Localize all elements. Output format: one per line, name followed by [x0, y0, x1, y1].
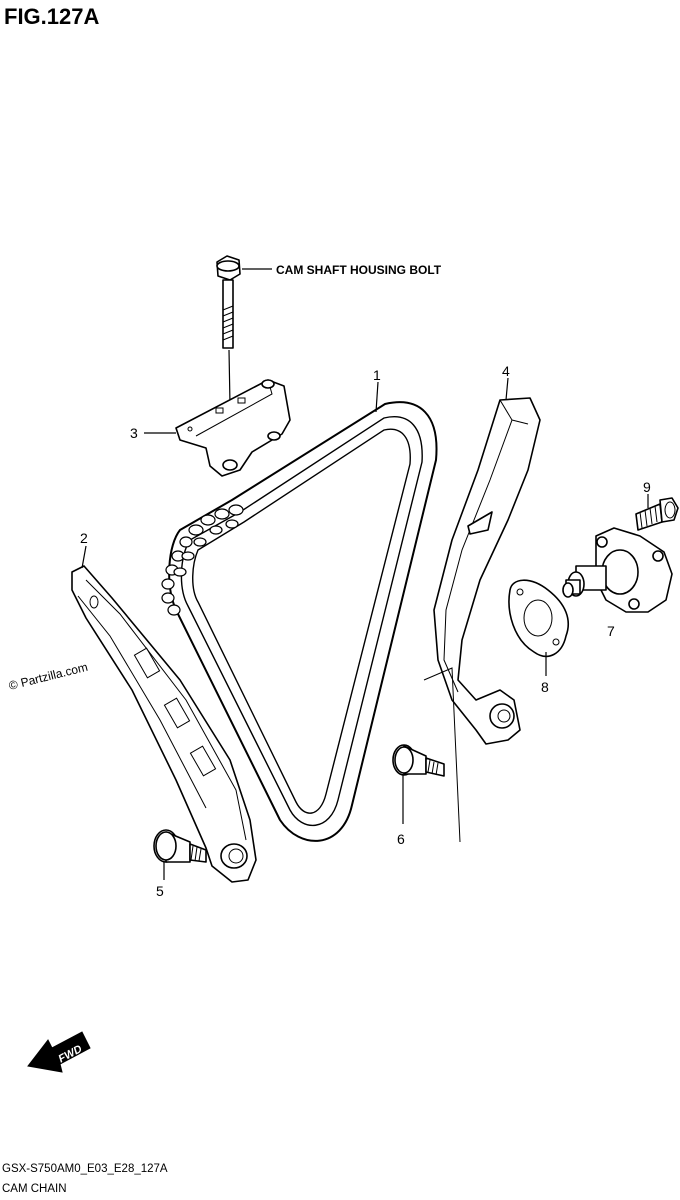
tensioner-gasket	[508, 579, 570, 658]
watermark: © Partzilla.com	[7, 660, 89, 693]
forward-arrow-icon: FWD	[27, 1031, 91, 1073]
callout-2-leader	[81, 545, 87, 569]
guide-bolt-5	[153, 829, 207, 863]
reference-lines	[423, 667, 461, 843]
callout-1-leader	[375, 381, 379, 413]
chain-guide-bracket	[175, 379, 291, 477]
guide-bolt-6	[392, 744, 445, 777]
cam-chain-tensioner	[562, 527, 673, 613]
cam-chain	[161, 401, 438, 842]
figure-code: GSX-S750AM0_E03_E28_127A	[2, 1163, 168, 1175]
callout-6: 6	[397, 831, 405, 847]
callout-8: 8	[541, 679, 549, 695]
figure-caption: CAM CHAIN	[2, 1183, 67, 1195]
callout-1: 1	[373, 367, 381, 383]
callout-4: 4	[502, 363, 510, 379]
figure-title: FIG.127A	[4, 4, 99, 29]
callout-5: 5	[156, 883, 164, 899]
tensioner-guide-left	[71, 565, 257, 883]
cam-shaft-housing-bolt-note: CAM SHAFT HOUSING BOLT	[276, 263, 442, 277]
tensioner-bolt	[635, 497, 679, 531]
callout-3: 3	[130, 425, 138, 441]
chain-guide-right	[433, 397, 541, 745]
callout-4-leader	[505, 377, 509, 401]
callout-7: 7	[607, 623, 615, 639]
callout-2: 2	[80, 530, 88, 546]
callout-9: 9	[643, 479, 651, 495]
cam-shaft-housing-bolt	[216, 255, 241, 349]
